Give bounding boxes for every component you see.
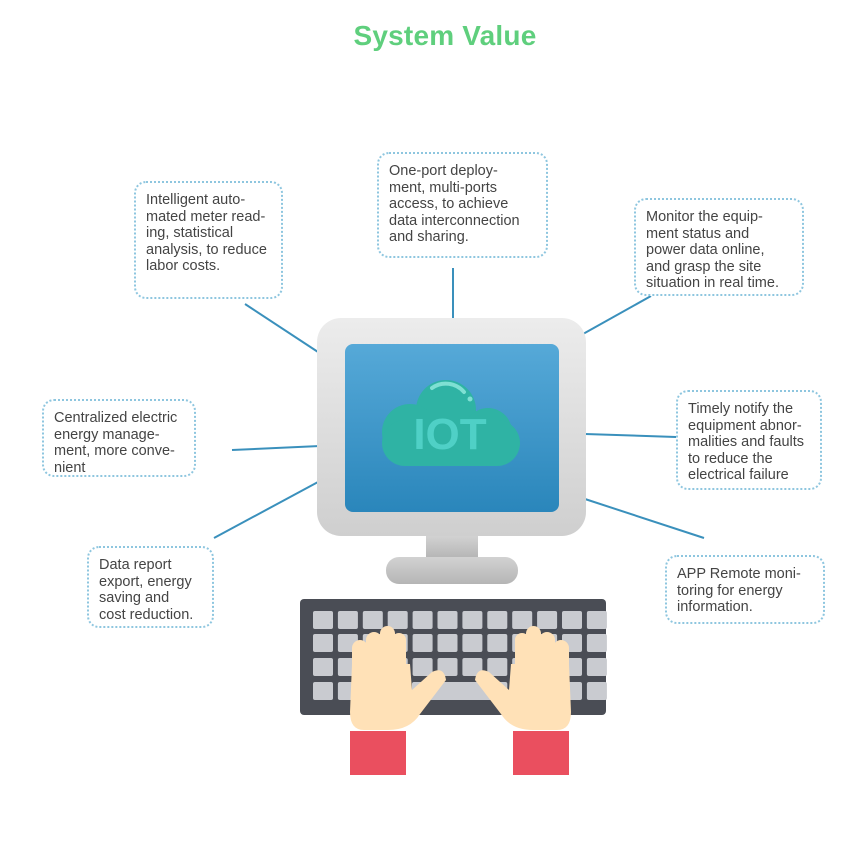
monitor-base [386,557,518,584]
hands [350,626,571,775]
connector-energy-management [231,445,321,451]
page-title: System Value [353,20,537,51]
keyboard-key [462,634,483,652]
connector-notify [584,433,677,438]
keyboard-key [437,634,458,652]
connector-monitor [582,295,652,335]
keyboard-key [586,634,607,652]
keyboard-key [337,611,358,629]
callout-energy-management: Centralized electric energy manage- ment… [42,399,196,477]
keyboard-key [512,611,533,629]
keyboard-key [412,611,433,629]
cloud-label: IOT [413,410,486,459]
keyboard-key [362,611,383,629]
keyboard-key [562,611,582,629]
left-sleeve [350,731,406,775]
keyboard-key [313,634,333,652]
keyboard-key [537,611,558,629]
left-hand [350,626,446,730]
monitor-neck [426,536,478,558]
callout-monitor: Monitor the equip- ment status and power… [634,198,804,296]
callout-notify: Timely notify the equipment abnor- malit… [676,390,822,490]
cloud-icon [382,380,520,466]
callout-deployment: One-port deploy- ment, multi-ports acces… [377,152,548,258]
keyboard-key [387,611,408,629]
right-hand [475,626,571,730]
keyboard-key [487,658,508,676]
keyboard-key [412,634,433,652]
keyboard-key [487,634,508,652]
keyboard-key [313,682,333,700]
connector-data-report [213,481,319,539]
keyboard-key [586,611,607,629]
connector-lines [213,268,705,539]
keyboard-key [437,611,458,629]
callout-app-monitoring: APP Remote moni- toring for energy infor… [665,555,825,624]
callout-data-report: Data report export, energy saving and co… [87,546,214,628]
keyboard-key [462,658,483,676]
keyboard-key [313,658,333,676]
keyboard-key [462,611,483,629]
callout-meter-reading: Intelligent auto- mated meter read- ing,… [134,181,283,299]
right-sleeve [513,731,569,775]
keyboard-key [437,658,458,676]
keyboard-key [313,611,333,629]
keyboard-key [487,611,508,629]
connector-meter-reading [244,303,319,353]
keyboard-key [586,682,607,700]
keyboard-key [412,658,433,676]
connector-app-monitoring [584,498,705,539]
keyboard-key [586,658,607,676]
